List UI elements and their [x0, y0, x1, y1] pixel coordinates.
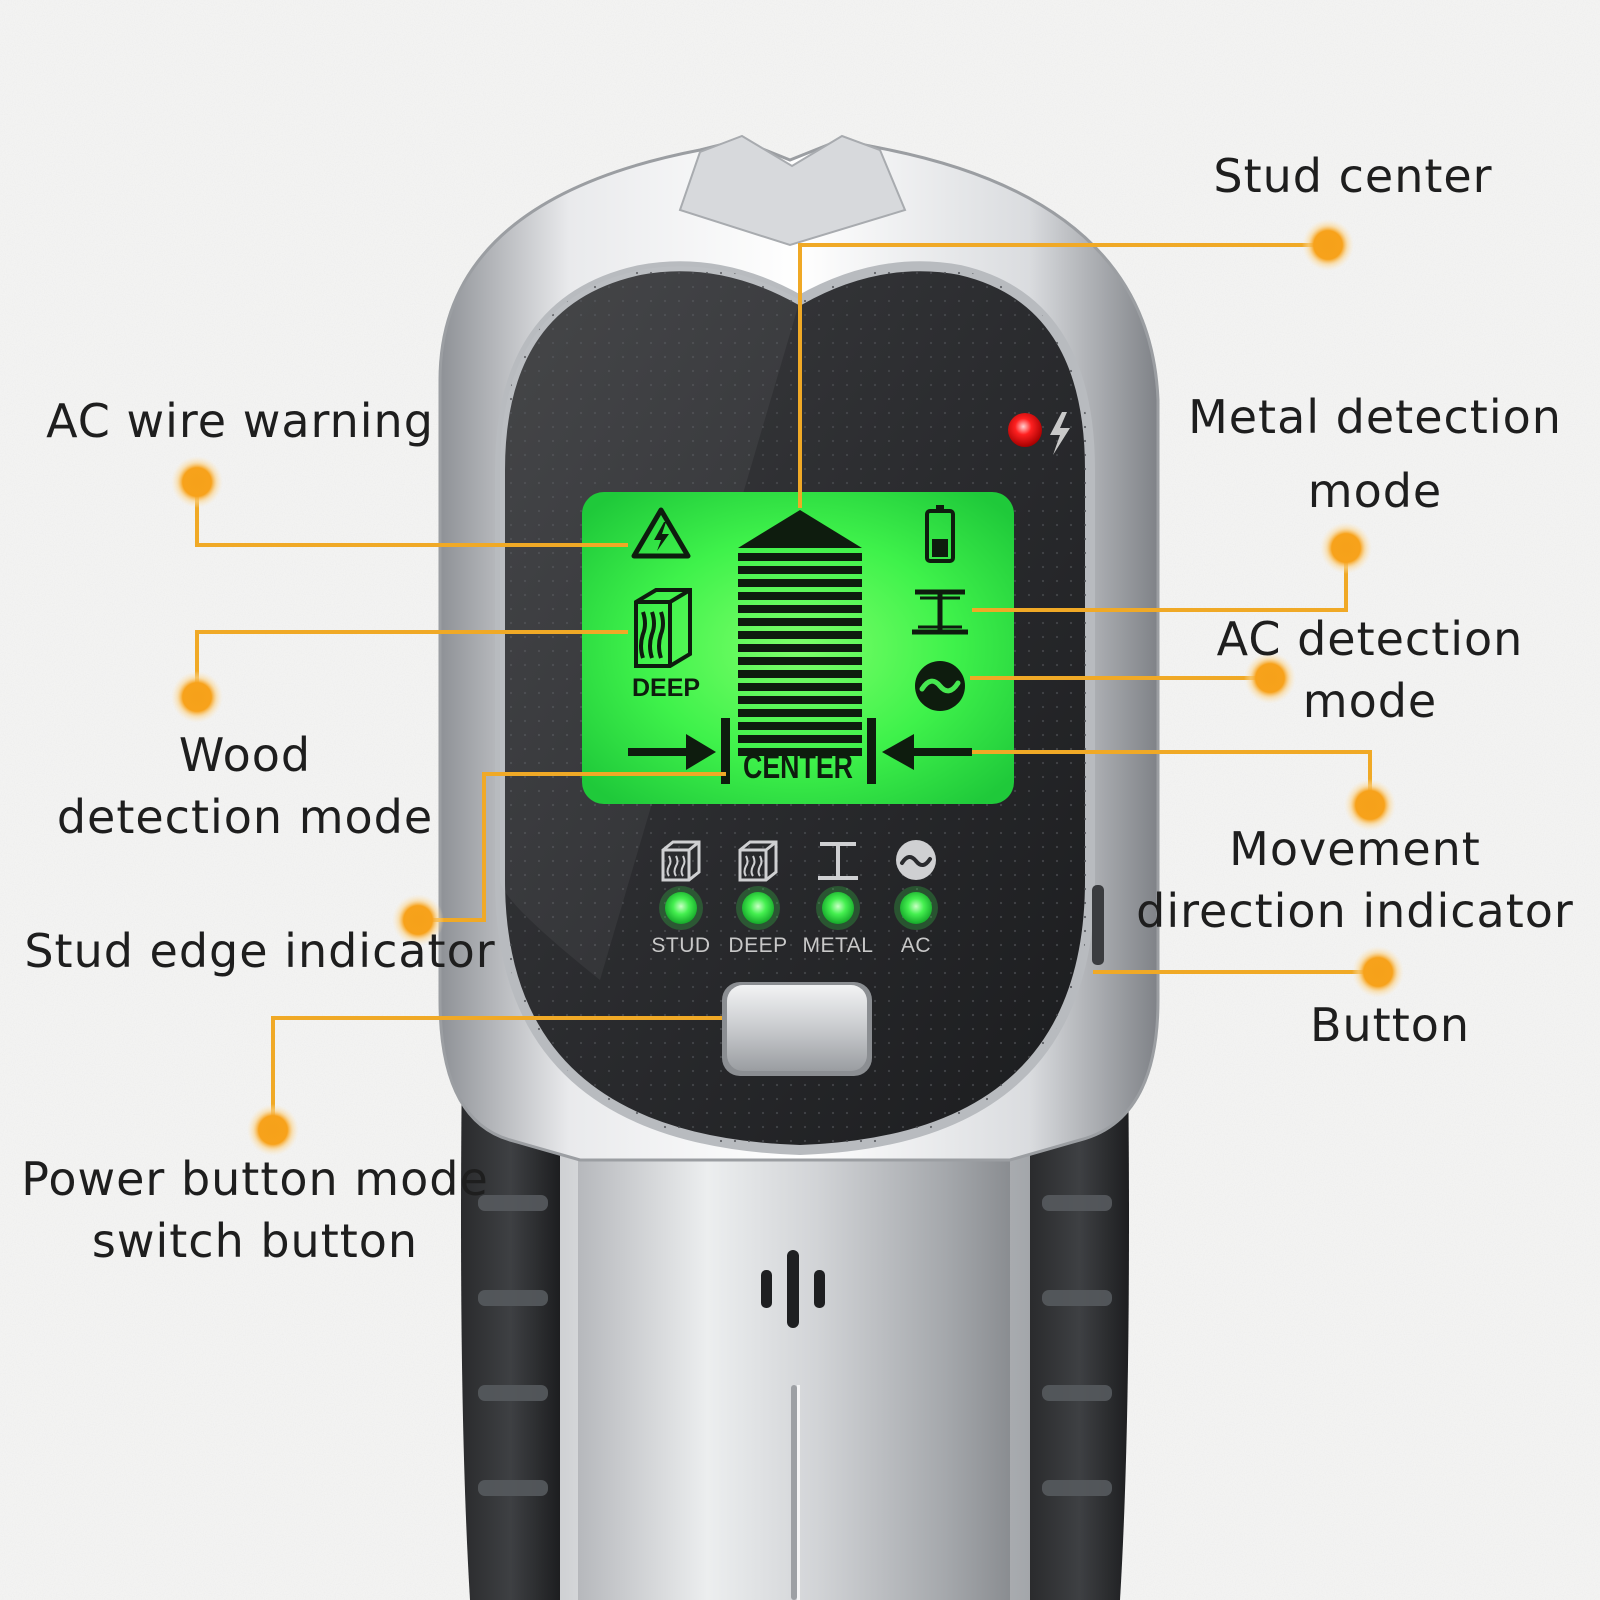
speaker-icon — [761, 1250, 825, 1328]
mode-led-stud: STUD — [651, 840, 710, 957]
lcd-bar-segment — [738, 748, 862, 756]
lcd-bar-segment — [738, 722, 862, 730]
mode-led-metal: METAL — [803, 842, 874, 957]
side-button[interactable] — [1092, 885, 1104, 965]
callout-ac-detection-mode: AC detection mode — [1216, 612, 1524, 728]
wood-deep-icon — [634, 588, 692, 668]
line-stud-edge — [418, 772, 726, 922]
callout-power-button-mode-switch: Power button mode switch button — [21, 1152, 489, 1268]
callout-stud-edge-indicator: Stud edge indicator — [24, 924, 496, 978]
lcd-bar-segment — [738, 553, 862, 561]
led-label: AC — [901, 934, 931, 957]
power-mode-button[interactable] — [722, 982, 872, 1076]
led-label: METAL — [803, 934, 874, 957]
lcd-bar-segment — [738, 618, 862, 626]
led-label: DEEP — [728, 934, 787, 957]
i-beam-icon — [912, 589, 968, 635]
left-arrow-icon — [882, 734, 972, 770]
callout-stud-center: Stud center — [1213, 149, 1493, 203]
ac-wave-icon — [915, 661, 965, 711]
lcd-bar-segment — [738, 631, 862, 639]
lcd-deep-label: DEEP — [632, 674, 700, 702]
ac-warning-led — [1008, 412, 1070, 455]
stud-center-bar-graph — [738, 510, 862, 756]
line-power-button — [271, 1016, 722, 1130]
lcd-bar-segment — [738, 566, 862, 574]
green-led — [742, 892, 774, 924]
lcd-bar-segment — [738, 696, 862, 704]
lcd-bar-segment — [738, 579, 862, 587]
battery-icon — [925, 505, 955, 563]
mode-led-ac: AC — [894, 840, 938, 957]
green-led — [900, 892, 932, 924]
ac-warning-triangle-icon — [631, 507, 691, 559]
lcd-bar-segment — [738, 735, 862, 743]
lcd-bar-segment — [738, 644, 862, 652]
lcd-bar-segment — [738, 683, 862, 691]
lcd-bar-segment — [738, 670, 862, 678]
lcd-bar-segment — [738, 605, 862, 613]
lcd-screen: DEEP CENTER — [582, 492, 1014, 804]
right-arrow-icon — [628, 734, 716, 770]
lightning-icon — [1050, 412, 1070, 455]
wood-deep-icon — [738, 840, 778, 882]
green-led — [822, 892, 854, 924]
i-beam-icon — [818, 842, 858, 880]
green-led — [665, 892, 697, 924]
wood-icon — [661, 840, 701, 882]
callout-metal-detection-mode: Metal detection mode — [1188, 390, 1562, 518]
mode-led-deep: DEEP — [728, 840, 787, 957]
lcd-bar-segment — [738, 657, 862, 665]
ac-wave-icon — [896, 840, 936, 880]
line-stud-center — [798, 243, 1328, 508]
callout-button: Button — [1309, 998, 1471, 1052]
center-bracket — [721, 718, 876, 784]
led-label: STUD — [651, 934, 710, 957]
callout-movement-direction-indicator: Movement direction indicator — [1136, 822, 1574, 938]
callout-ac-wire-warning: AC wire warning — [46, 394, 434, 448]
lcd-bar-segment — [738, 592, 862, 600]
mode-led-row: STUD DEEP METAL AC — [651, 840, 938, 957]
lcd-center-label: CENTER — [743, 748, 853, 786]
lcd-bar-segment — [738, 709, 862, 717]
callout-wood-detection-mode: Wood detection mode — [56, 728, 434, 844]
callout-dots — [171, 219, 1404, 1156]
